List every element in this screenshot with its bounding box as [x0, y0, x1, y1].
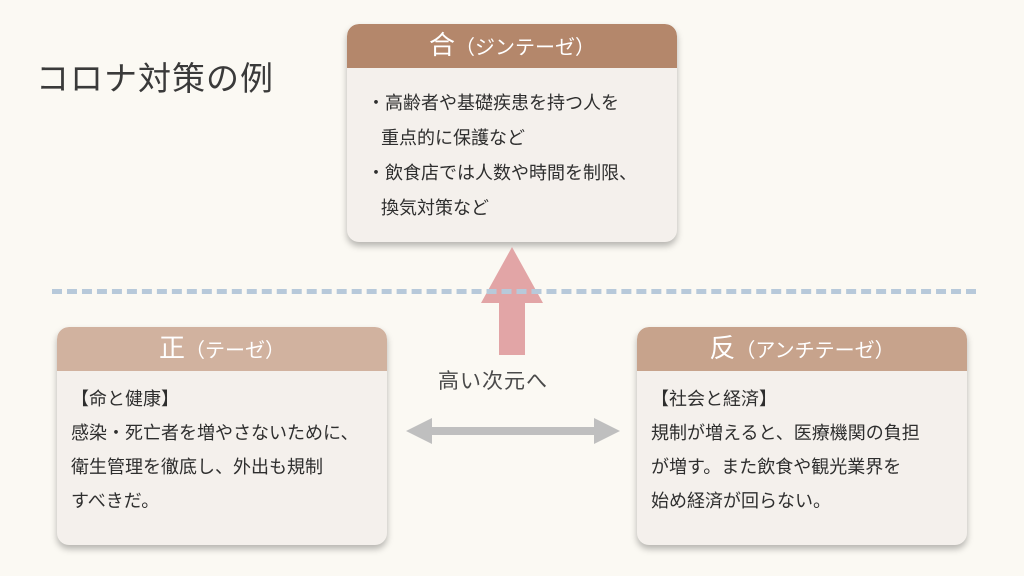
slide-title: コロナ対策の例: [36, 59, 274, 98]
synthesis-line: 換気対策など: [381, 198, 489, 219]
thesis-body: 【命と健康】 感染・死亡者を増やさないために、 衛生管理を徹底し、外出も規制 す…: [57, 371, 387, 519]
up-arrow-icon: [481, 247, 543, 355]
thesis-head-sub: （テーゼ）: [185, 338, 285, 362]
synthesis-head-sub: （ジンテーゼ）: [455, 35, 595, 59]
antithesis-head-main: 反: [709, 334, 736, 364]
antithesis-header: 反（アンチテーゼ）: [637, 327, 967, 371]
thesis-line: 衛生管理を徹底し、外出も規制: [71, 457, 323, 478]
antithesis-line: 始め経済が回らない。: [651, 491, 831, 512]
synthesis-line: ・飲食店では人数や時間を制限、: [367, 163, 637, 184]
synthesis-card: 合（ジンテーゼ） ・高齢者や基礎疾患を持つ人を 重点的に保護など ・飲食店では人…: [347, 24, 677, 242]
antithesis-card: 反（アンチテーゼ） 【社会と経済】 規制が増えると、医療機関の負担 が増す。また…: [637, 327, 967, 545]
thesis-line: 感染・死亡者を増やさないために、: [71, 423, 359, 444]
thesis-line: 【命と健康】: [71, 389, 179, 410]
thesis-head-main: 正: [158, 334, 185, 364]
synthesis-head-main: 合: [428, 31, 455, 61]
synthesis-header: 合（ジンテーゼ）: [347, 24, 677, 68]
arrow-label: 高い次元へ: [438, 369, 548, 393]
thesis-line: すべきだ。: [71, 491, 160, 512]
left-right-arrow-icon: [406, 418, 620, 444]
synthesis-line: ・高齢者や基礎疾患を持つ人を: [367, 93, 619, 114]
antithesis-body: 【社会と経済】 規制が増えると、医療機関の負担 が増す。また飲食や観光業界を 始…: [637, 371, 967, 519]
dashed-separator: [52, 289, 976, 294]
synthesis-body: ・高齢者や基礎疾患を持つ人を 重点的に保護など ・飲食店では人数や時間を制限、 …: [347, 68, 677, 226]
thesis-card: 正（テーゼ） 【命と健康】 感染・死亡者を増やさないために、 衛生管理を徹底し、…: [57, 327, 387, 545]
antithesis-line: が増す。また飲食や観光業界を: [651, 457, 902, 478]
antithesis-line: 【社会と経済】: [651, 389, 777, 410]
antithesis-line: 規制が増えると、医療機関の負担: [651, 423, 920, 444]
thesis-header: 正（テーゼ）: [57, 327, 387, 371]
synthesis-line: 重点的に保護など: [381, 128, 525, 149]
antithesis-head-sub: （アンチテーゼ）: [735, 338, 895, 362]
